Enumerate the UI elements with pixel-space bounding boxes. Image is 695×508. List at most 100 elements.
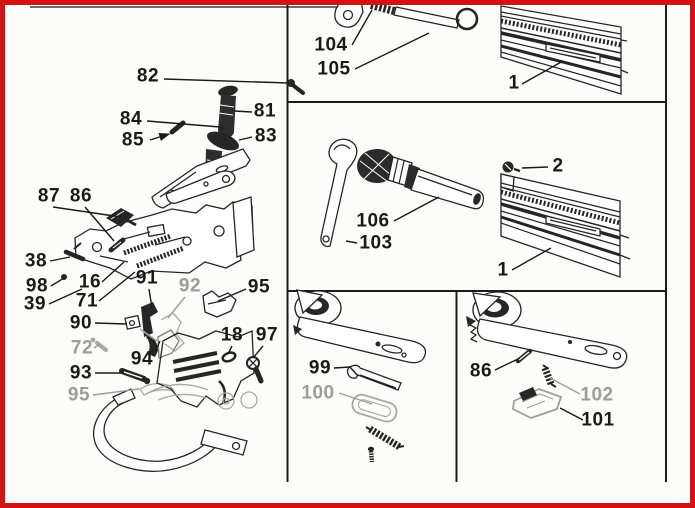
label-95: 95	[247, 276, 271, 298]
coil-spring-small-part	[365, 425, 405, 451]
label-103: 103	[359, 232, 393, 254]
label-86: 86	[69, 185, 93, 207]
label-90-leader	[94, 322, 128, 325]
label-102-leader	[549, 377, 581, 395]
label-85: 85	[121, 129, 145, 151]
screw-82-part	[287, 79, 305, 95]
label-102: 102	[580, 384, 614, 406]
label-87-leader	[52, 206, 122, 218]
spring-71-part	[136, 245, 185, 269]
label-105-leader	[354, 32, 430, 70]
label-99: 99	[308, 357, 332, 379]
label-72: 72	[70, 337, 94, 359]
cocking-arm-left-part	[293, 289, 427, 364]
label-95-ghost: 95	[67, 384, 91, 406]
label-86-leader	[84, 206, 115, 242]
cocking-arm-right-part	[466, 291, 628, 369]
label-90: 90	[69, 312, 93, 334]
label-105: 105	[317, 58, 351, 80]
label-93: 93	[69, 362, 93, 384]
forend-mid-panel	[320, 138, 631, 278]
label-98-leader	[50, 277, 65, 287]
cocking-left-panel	[293, 289, 427, 463]
label-103-leader	[345, 240, 358, 244]
screw-small-bottom-part	[367, 446, 375, 463]
barrel-nut-106-part	[357, 149, 485, 210]
label-99-leader	[333, 366, 359, 377]
label-104-leader	[351, 9, 373, 46]
label-101: 101	[581, 409, 615, 431]
spanner-wrench-103-part	[320, 138, 358, 248]
label-1-top-leader	[521, 60, 564, 85]
label-92-leader	[167, 296, 186, 319]
bar-93-part	[119, 368, 151, 385]
panel-dividers	[30, 5, 667, 482]
label-86b: 86	[469, 360, 493, 382]
label-94: 94	[130, 348, 154, 370]
label-83: 83	[254, 125, 278, 147]
forend-rail-1-mid-part	[500, 173, 631, 278]
label-106: 106	[356, 210, 390, 232]
label-84-leader	[146, 120, 221, 128]
spring-102-part	[541, 364, 557, 388]
receiver-body-part	[74, 196, 255, 280]
label-71: 71	[75, 290, 99, 312]
label-92: 92	[178, 275, 202, 297]
label-104: 104	[314, 34, 348, 56]
label-16-leader	[101, 261, 125, 283]
label-16: 16	[78, 271, 102, 293]
label-97: 97	[255, 324, 279, 346]
label-91: 91	[135, 267, 159, 289]
label-100: 100	[301, 382, 335, 404]
forend-top-panel	[334, 0, 629, 95]
label-1-top: 1	[508, 72, 520, 94]
label-72-leader	[93, 343, 101, 349]
screw-2-part	[502, 161, 521, 173]
label-1-mid: 1	[497, 259, 509, 281]
label-87: 87	[37, 185, 61, 207]
ghost-95-part	[139, 382, 176, 396]
plate-100-part	[351, 393, 398, 423]
label-18: 18	[220, 324, 244, 346]
label-2: 2	[552, 155, 564, 177]
label-38: 38	[24, 250, 48, 272]
trigger-group-panel	[61, 79, 305, 472]
sear-clip-101-part	[512, 387, 563, 419]
leader-lines	[48, 9, 584, 421]
label-81: 81	[253, 100, 277, 122]
label-91-leader	[148, 288, 153, 309]
label-94-leader	[154, 340, 161, 353]
trigger-housing-part	[156, 330, 255, 408]
label-95-leader	[217, 288, 247, 302]
ghost-overlay-parts	[149, 383, 258, 410]
label-85-leader	[149, 132, 171, 141]
trigger-guard-part	[92, 388, 248, 472]
spring-rod-105-part	[369, 1, 479, 31]
label-84: 84	[119, 108, 143, 130]
label-82: 82	[136, 65, 160, 87]
spring-16-part	[123, 233, 172, 256]
label-2-leader	[521, 166, 549, 169]
label-86b-leader	[494, 357, 521, 371]
takedown-lever-104-part	[334, 0, 364, 28]
label-106-leader	[393, 196, 440, 222]
label-83-leader	[238, 136, 253, 141]
label-18-leader	[227, 345, 233, 355]
forend-rail-1-top-part	[500, 5, 629, 95]
action-lever-part	[165, 170, 236, 204]
label-1-mid-leader	[511, 247, 552, 271]
label-100-leader	[338, 392, 373, 405]
rod-38-part	[63, 242, 86, 262]
label-71-leader	[98, 271, 136, 302]
label-82-leader	[163, 78, 290, 84]
flat-spring-99-part	[346, 364, 402, 391]
pin-86-left-part	[108, 237, 126, 253]
cocking-right-panel	[466, 291, 628, 419]
label-97-leader	[252, 345, 264, 359]
label-81-leader	[233, 110, 253, 113]
label-39-leader	[48, 288, 83, 305]
label-98: 98	[25, 275, 49, 297]
